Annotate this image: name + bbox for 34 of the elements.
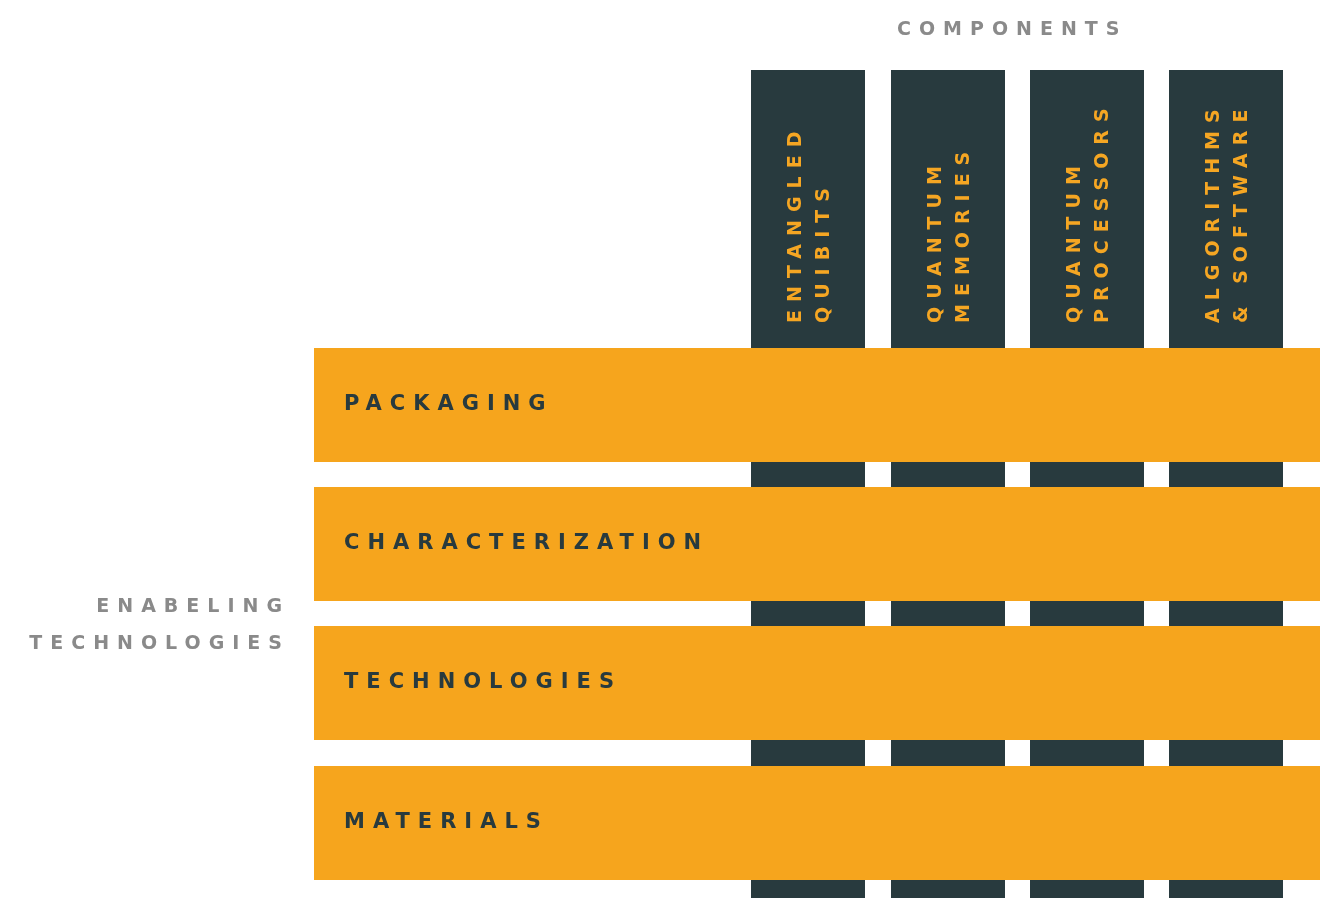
column-segment [751, 601, 865, 626]
column-bar [751, 70, 865, 348]
row-bar [314, 348, 1320, 462]
column-segment [751, 462, 865, 487]
column-label: ALGORITHMS & SOFTWARE [1200, 100, 1252, 323]
column-segment [1169, 601, 1283, 626]
column-segment [891, 601, 1005, 626]
column-segment [1030, 740, 1144, 766]
column-bar [1169, 70, 1283, 348]
row-bar [314, 766, 1320, 880]
column-segment [751, 740, 865, 766]
row-label: CHARACTERIZATION [344, 530, 710, 554]
column-label: QUANTUM PROCESSORS [1061, 99, 1113, 323]
row-bar [314, 487, 1320, 601]
column-segment [1169, 740, 1283, 766]
column-segment [751, 880, 865, 898]
row-bar [314, 626, 1320, 740]
row-label: TECHNOLOGIES [344, 669, 623, 693]
column-segment [891, 880, 1005, 898]
column-segment [1030, 462, 1144, 487]
column-label: ENTANGLED QUIBITS [782, 122, 834, 323]
row-label: MATERIALS [344, 809, 549, 833]
column-segment [1030, 880, 1144, 898]
column-segment [1169, 880, 1283, 898]
column-segment [1030, 601, 1144, 626]
column-label: QUANTUM MEMORIES [922, 142, 974, 323]
column-bar [1030, 70, 1144, 348]
axis-heading: COMPONENTS [897, 16, 1129, 41]
row-label: PACKAGING [344, 391, 554, 415]
column-segment [891, 740, 1005, 766]
column-bar [891, 70, 1005, 348]
column-segment [1169, 462, 1283, 487]
column-segment [891, 462, 1005, 487]
side-heading: ENABELING TECHNOLOGIES [28, 593, 290, 655]
